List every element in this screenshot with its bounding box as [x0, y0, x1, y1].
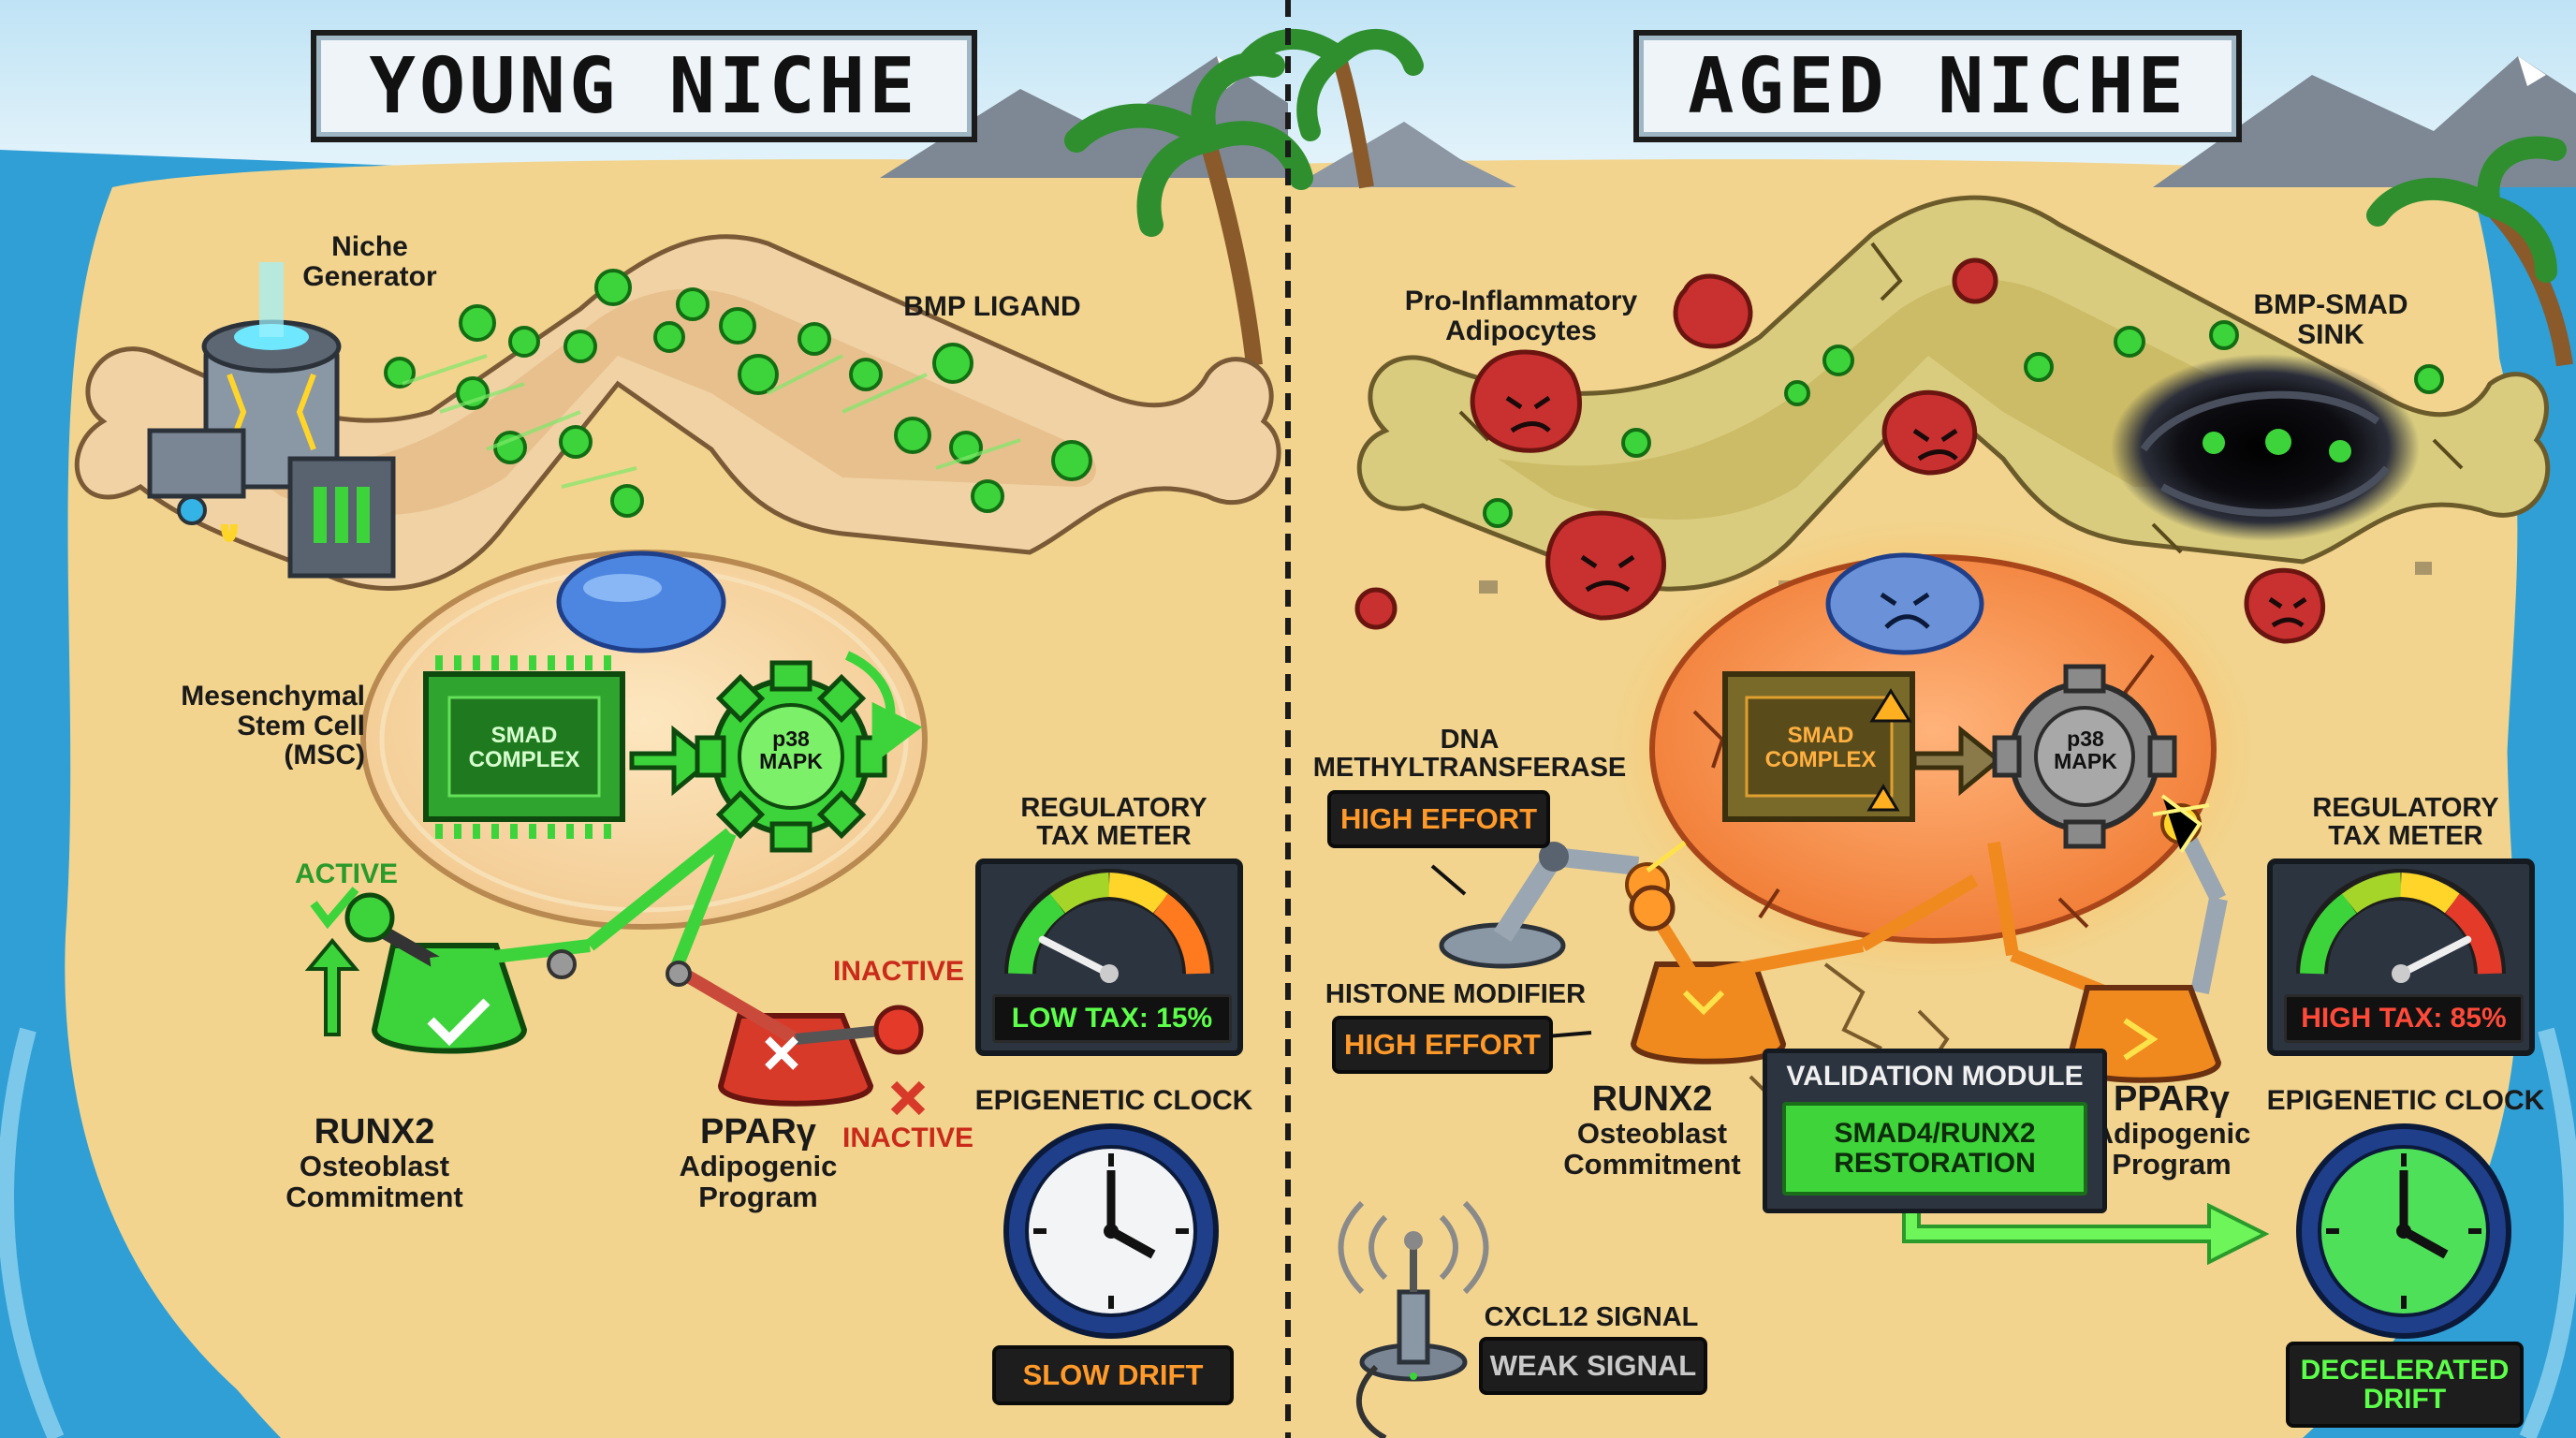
cxcl12-status-tag: WEAK SIGNAL [1479, 1337, 1707, 1395]
inactive-label-bottom: INACTIVE [842, 1123, 973, 1153]
dna-methyl-label: DNA METHYLTRANSFERASE [1312, 725, 1627, 784]
bmp-ligand-particles [384, 269, 1092, 518]
check-icon [427, 998, 490, 1047]
histone-label: HISTONE MODIFIER [1325, 979, 1587, 1009]
bmp-ligand-label: BMP LIGAND [903, 291, 1081, 322]
ppar-label-young: PPARγ [700, 1112, 816, 1152]
check-icon [310, 887, 359, 930]
arrow-icon [1911, 725, 2002, 797]
active-label: ACTIVE [294, 858, 398, 889]
smad-complex-label-young: SMAD COMPLEX [468, 723, 580, 773]
smad-chip-aged [1722, 671, 1915, 822]
aged-niche-title: AGED NICHE [1633, 30, 2242, 142]
young-niche-title: YOUNG NICHE [311, 30, 977, 142]
runx2-sub-aged: Osteoblast Commitment [1563, 1117, 1741, 1181]
tax-value-young: LOW TAX: 15% [992, 994, 1232, 1043]
niche-generator-label: Niche Generator [302, 231, 437, 292]
clock-status-young: SLOW DRIFT [992, 1345, 1234, 1405]
palm-tree-icon [2366, 136, 2573, 367]
validation-title: VALIDATION MODULE [1786, 1061, 2084, 1092]
bmp-smad-sink-label: BMP-SMAD SINK [2253, 289, 2408, 350]
gauge-icon [975, 858, 1243, 1056]
gear-icon [695, 651, 923, 853]
tax-meter-title-young: REGULATORY TAX METER [1020, 793, 1208, 852]
bmp-ligand-particles-aged [1483, 320, 2444, 528]
lever-icon [666, 830, 924, 1107]
inactive-label-top: INACTIVE [832, 956, 964, 987]
ppar-label-aged: PPARγ [2114, 1079, 2230, 1119]
msc-label: Mesenchymal Stem Cell (MSC) [181, 681, 365, 770]
robot-arm-icon [2152, 794, 2228, 994]
cxcl12-label: CXCL12 SIGNAL [1484, 1302, 1699, 1332]
runx2-sub-young: Osteoblast Commitment [285, 1150, 463, 1213]
black-hole-icon [2111, 354, 2420, 541]
dna-effort-tag: HIGH EFFORT [1327, 790, 1550, 848]
tax-meter-title-aged: REGULATORY TAX METER [2312, 793, 2499, 852]
arrow-icon [629, 725, 715, 797]
cross-icon [890, 1080, 926, 1116]
validation-module: VALIDATION MODULE SMAD4/RUNX2 RESTORATIO… [1763, 1049, 2107, 1213]
clock-title-young: EPIGENETIC CLOCK [974, 1085, 1253, 1116]
lever-icon [1629, 873, 1979, 1064]
clock-icon [2296, 1123, 2511, 1339]
ppar-sub-young: Adipogenic Program [679, 1150, 838, 1213]
arrow-icon [304, 937, 360, 1036]
tax-value-aged: HIGH TAX: 85% [2284, 994, 2524, 1043]
gear-icon [1992, 664, 2177, 849]
smad-chip-young [423, 655, 625, 839]
lever-icon [344, 828, 735, 1054]
runx2-label-aged: RUNX2 [1591, 1079, 1713, 1119]
antenna-icon [1338, 1200, 1489, 1438]
p38-mapk-label-young: p38 MAPK [759, 726, 823, 774]
palm-tree-icon [1064, 51, 1313, 366]
niche-generator-icon [147, 262, 396, 579]
clock-status-aged: DECELERATED DRIFT [2286, 1342, 2524, 1428]
runx2-label-young: RUNX2 [314, 1112, 435, 1152]
pro-inflammatory-label: Pro-Inflammatory Adipocytes [1404, 286, 1638, 346]
clock-icon [1003, 1123, 1219, 1339]
ppar-sub-aged: Adipogenic Program [2092, 1117, 2251, 1181]
validation-body: SMAD4/RUNX2 RESTORATION [1782, 1102, 2087, 1196]
palm-tree-icon [1235, 28, 1424, 189]
histone-effort-tag: HIGH EFFORT [1332, 1016, 1553, 1074]
p38-mapk-label-aged: p38 MAPK [2054, 726, 2117, 774]
clock-title-aged: EPIGENETIC CLOCK [2266, 1085, 2545, 1116]
smad-complex-label-aged: SMAD COMPLEX [1764, 723, 1877, 773]
